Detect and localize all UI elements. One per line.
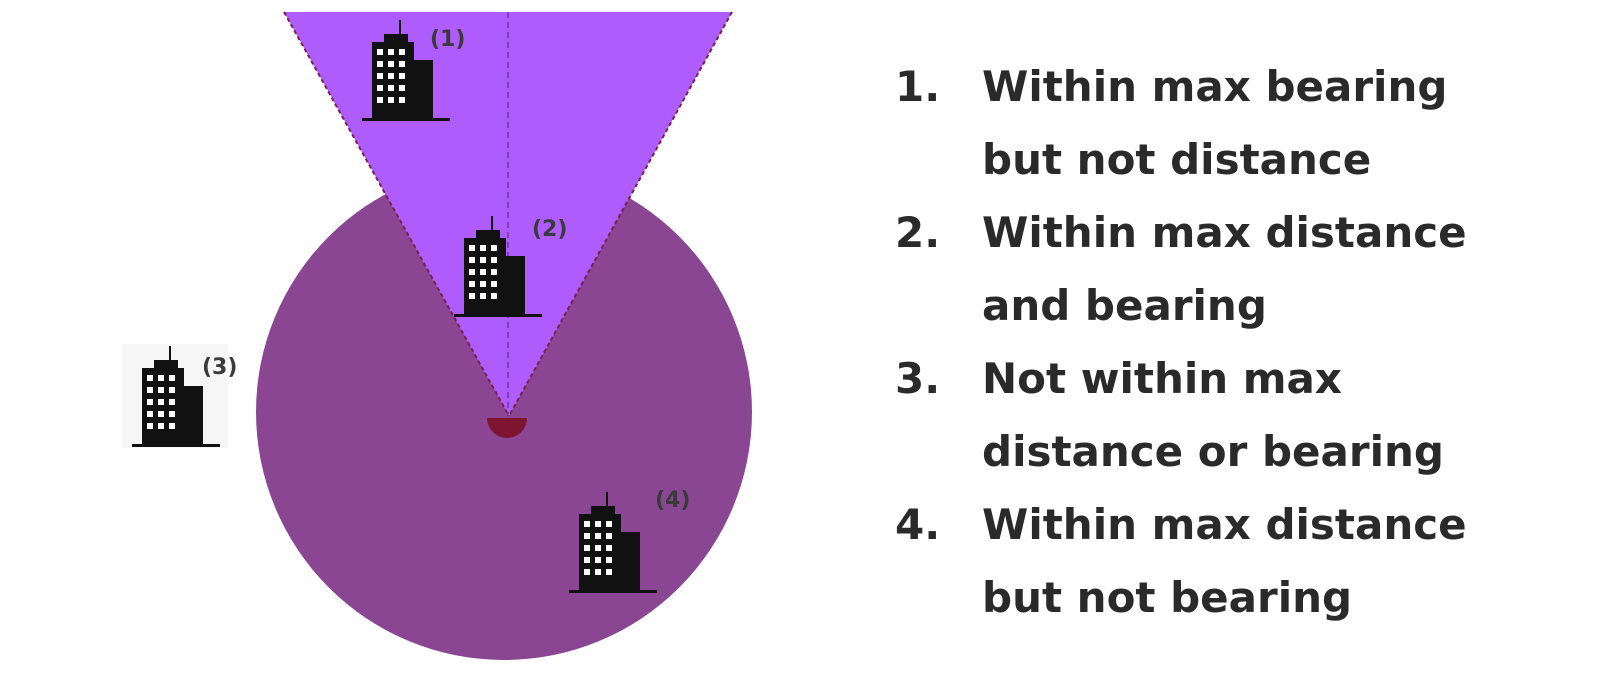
building-1-label: (1) [430, 27, 465, 52]
legend-item-number: 3. [895, 354, 941, 403]
legend-item-text: distance or bearing [982, 427, 1444, 476]
legend-item-3: 3. Not within max distance or bearing [895, 342, 1575, 488]
legend-item-text: Not within max [982, 354, 1342, 403]
legend-item-4: 4. Within max distance but not bearing [895, 488, 1575, 634]
legend-item-number: 1. [895, 62, 941, 111]
legend-item-2: 2. Within max distance and bearing [895, 196, 1575, 342]
legend-item-text: Within max distance [982, 500, 1467, 549]
legend-item-text: but not distance [982, 135, 1372, 184]
legend-item-text: and bearing [982, 281, 1267, 330]
building-2-label: (2) [532, 217, 567, 242]
building-3-label: (3) [202, 355, 237, 380]
legend-item-1: 1. Within max bearing but not distance [895, 50, 1575, 196]
legend-item-text: Within max distance [982, 208, 1467, 257]
legend-item-text: but not bearing [982, 573, 1353, 622]
legend-item-text: Within max bearing [982, 62, 1448, 111]
legend-item-number: 4. [895, 500, 941, 549]
cone-left-edge [283, 11, 510, 417]
legend-item-number: 2. [895, 208, 941, 257]
legend-list: 1. Within max bearing but not distance 2… [895, 50, 1575, 634]
building-4-label: (4) [655, 488, 690, 513]
observer-location-marker [487, 418, 527, 438]
